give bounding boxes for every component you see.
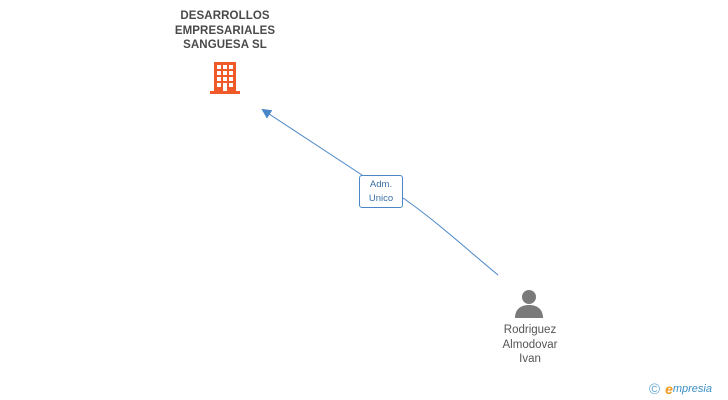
role-line-2: Unico <box>368 193 394 204</box>
relationship-line <box>402 197 499 276</box>
company-name[interactable]: DESARROLLOS EMPRESARIALES SANGUESA SL <box>150 9 300 53</box>
person-name-line-1: Rodriguez <box>503 324 557 336</box>
company-name-line-1: DESARROLLOS <box>180 10 270 22</box>
role-badge[interactable]: Adm. Unico <box>359 175 403 208</box>
person-name-line-2: Almodovar <box>502 338 558 351</box>
person-icon[interactable] <box>514 289 544 319</box>
person-name[interactable]: Rodriguez Almodovar Ivan <box>470 323 590 367</box>
building-icon[interactable] <box>209 61 241 95</box>
brand-logo-initial: e <box>665 381 673 397</box>
brand-name: mpresia <box>672 383 712 395</box>
company-name-line-2: EMPRESARIALES <box>174 24 276 37</box>
role-line-1: Adm. <box>369 179 393 190</box>
company-name-line-3: SANGUESA SL <box>183 39 267 51</box>
relationship-arrow <box>261 108 363 176</box>
brand-watermark: © e mpresia <box>649 380 712 398</box>
copyright-icon: © <box>649 380 661 398</box>
person-name-line-3: Ivan <box>519 353 541 365</box>
